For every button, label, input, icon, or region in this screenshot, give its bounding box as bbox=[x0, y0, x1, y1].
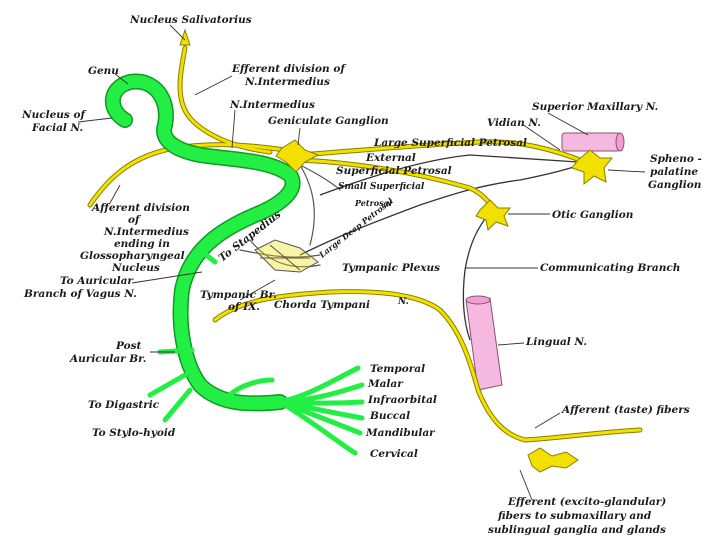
label-superior-maxillary: Superior Maxillary N. bbox=[532, 101, 658, 113]
label-spheno-1: Spheno - bbox=[650, 153, 702, 165]
label-afferent-taste: Afferent (taste) fibers bbox=[561, 404, 690, 416]
label-to-stylohyoid: To Stylo-hyoid bbox=[92, 427, 176, 439]
label-spheno-2: palatine bbox=[650, 166, 698, 178]
label-otic-ganglion: Otic Ganglion bbox=[552, 209, 633, 221]
label-afferent-5: Glossopharyngeal bbox=[80, 250, 185, 262]
label-efferent-division-2: N.Intermedius bbox=[244, 76, 330, 88]
label-efferent-division-1: Efferent division of bbox=[231, 63, 347, 75]
label-vidian: Vidian N. bbox=[487, 117, 541, 129]
superior-maxillary-vessel bbox=[561, 132, 625, 152]
label-efferent-glandular-1: Efferent (excito-glandular) bbox=[507, 496, 666, 508]
label-external-1: External bbox=[365, 152, 416, 164]
label-small-superficial: Small Superficial bbox=[338, 182, 425, 192]
label-nucleus-facial-1: Nucleus of bbox=[21, 109, 87, 121]
facial-nerve-trunk bbox=[104, 73, 365, 456]
label-large-sup-petrosal: Large Superficial Petrosal bbox=[373, 137, 527, 149]
submaxillary-ganglion bbox=[527, 447, 579, 473]
label-infraorbital: Infraorbital bbox=[367, 394, 437, 406]
label-afferent-6: Nucleus bbox=[111, 262, 160, 274]
tympanic-plexus-shape bbox=[254, 239, 319, 273]
label-buccal: Buccal bbox=[369, 410, 410, 422]
label-afferent-2: of bbox=[128, 214, 142, 226]
leader-lines bbox=[77, 24, 646, 501]
sphenopalatine-ganglion bbox=[571, 149, 614, 186]
label-efferent-glandular-3: sublingual ganglia and glands bbox=[488, 524, 666, 536]
label-to-auricular-2: Branch of Vagus N. bbox=[23, 288, 137, 300]
label-mandibular: Mandibular bbox=[365, 427, 436, 439]
lingual-vessel bbox=[465, 295, 503, 391]
label-efferent-glandular-2: fibers to submaxillary and bbox=[497, 510, 652, 522]
label-communicating-branch: Communicating Branch bbox=[540, 262, 680, 274]
labels: Nucleus Salivatorius Efferent division o… bbox=[21, 14, 702, 536]
label-genu: Genu bbox=[88, 65, 119, 77]
label-tympanic-br-2: of IX. bbox=[228, 301, 260, 313]
label-chorda-n: N. bbox=[397, 297, 409, 307]
label-post-auricular-2: Auricular Br. bbox=[69, 353, 146, 365]
label-n-intermedius: N.Intermedius bbox=[229, 99, 315, 111]
label-nucleus-salivatorius: Nucleus Salivatorius bbox=[129, 14, 252, 26]
label-external-2: Superficial Petrosal bbox=[336, 165, 452, 177]
label-spheno-3: Ganglion bbox=[648, 179, 701, 191]
label-tympanic-br-1: Tympanic Br. bbox=[200, 289, 277, 301]
nucleus-salivatorius-spike bbox=[179, 28, 191, 46]
label-malar: Malar bbox=[367, 378, 404, 390]
label-tympanic-plexus: Tympanic Plexus bbox=[342, 262, 440, 274]
label-lingual: Lingual N. bbox=[525, 336, 587, 348]
label-petrosal: Petrosal bbox=[354, 198, 392, 208]
label-to-digastric: To Digastric bbox=[88, 399, 160, 411]
label-afferent-4: ending in bbox=[114, 238, 170, 250]
label-afferent-3: N.Intermedius bbox=[103, 226, 189, 238]
otic-ganglion bbox=[475, 199, 511, 232]
label-chorda-tympani: Chorda Tympani bbox=[274, 299, 370, 311]
label-geniculate-ganglion: Geniculate Ganglion bbox=[268, 115, 389, 127]
label-nucleus-facial-2: Facial N. bbox=[31, 122, 83, 134]
label-afferent-1: Afferent division bbox=[91, 202, 190, 214]
label-cervical: Cervical bbox=[370, 448, 418, 460]
label-post-auricular-1: Post bbox=[115, 340, 142, 352]
label-to-auricular-1: To Auricular bbox=[60, 275, 134, 287]
label-temporal: Temporal bbox=[370, 363, 425, 375]
